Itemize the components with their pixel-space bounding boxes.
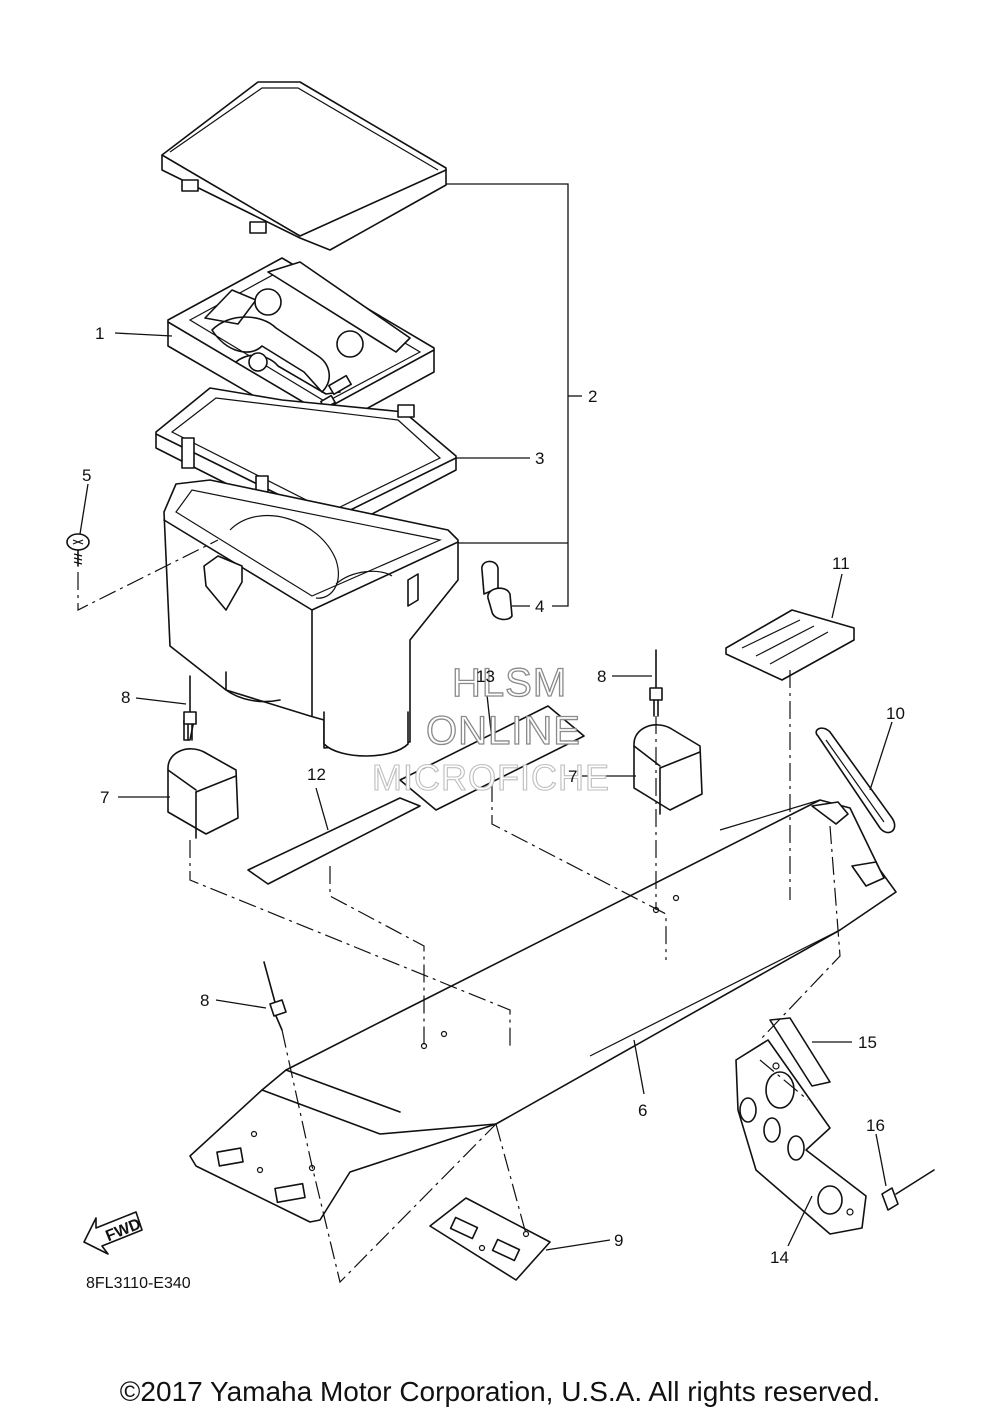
callout-1: 1	[95, 324, 104, 343]
pad-11	[725, 609, 855, 681]
callout-6: 6	[638, 1101, 647, 1120]
copyright-notice: ©2017 Yamaha Motor Corporation, U.S.A. A…	[119, 1376, 881, 1407]
hook-10	[815, 727, 896, 834]
main-plate	[189, 799, 897, 1223]
callout-3: 3	[535, 449, 544, 468]
sheet-13	[399, 705, 585, 811]
box-lid	[161, 81, 447, 251]
callout-8-lower: 8	[200, 991, 209, 1010]
alignment-lines	[77, 539, 841, 1284]
box-body	[163, 479, 459, 757]
fwd-arrow-icon: FWD	[83, 1211, 144, 1255]
watermark-line-3: MICROFICHE	[372, 757, 610, 798]
callout-2: 2	[588, 387, 597, 406]
callout-10: 10	[886, 704, 905, 723]
leader-lines	[79, 183, 893, 1251]
watermark: HLSM ONLINE MICROFICHE	[371, 660, 610, 798]
callout-16: 16	[866, 1116, 885, 1135]
clip-part	[481, 560, 513, 621]
tool-tray	[167, 257, 435, 435]
plate-9	[429, 1197, 551, 1281]
rivet-left	[183, 675, 197, 741]
bracket-left	[167, 719, 239, 839]
callout-9: 9	[614, 1231, 623, 1250]
callout-11: 11	[832, 554, 850, 573]
block-15	[769, 1017, 831, 1087]
rivet-lower	[263, 961, 287, 1031]
callout-15: 15	[858, 1033, 877, 1052]
watermark-line-1: HLSM	[452, 661, 567, 705]
callout-12: 12	[307, 765, 326, 784]
diagram-code: 8FL3110-E340	[86, 1275, 191, 1292]
callout-14: 14	[770, 1248, 789, 1267]
box-frame	[155, 387, 457, 537]
bracket-right	[633, 724, 703, 815]
screw-part	[66, 533, 90, 567]
callout-8-left: 8	[121, 688, 130, 707]
callout-5: 5	[82, 466, 91, 485]
rivet-16	[881, 1169, 935, 1211]
callout-7-left: 7	[100, 788, 109, 807]
callout-13: 13	[476, 667, 495, 686]
callout-4: 4	[535, 597, 544, 616]
callout-numbers: 1 2 3 4 5 6 7 7 8 8 8 9 10 11 12 13 14 1…	[82, 324, 905, 1267]
bracket-14	[735, 1039, 867, 1235]
watermark-line-2: ONLINE	[426, 709, 581, 753]
sheet-12	[247, 797, 421, 885]
callout-7-right: 7	[568, 767, 577, 786]
callout-8-right: 8	[597, 667, 606, 686]
rivet-right	[649, 649, 663, 717]
